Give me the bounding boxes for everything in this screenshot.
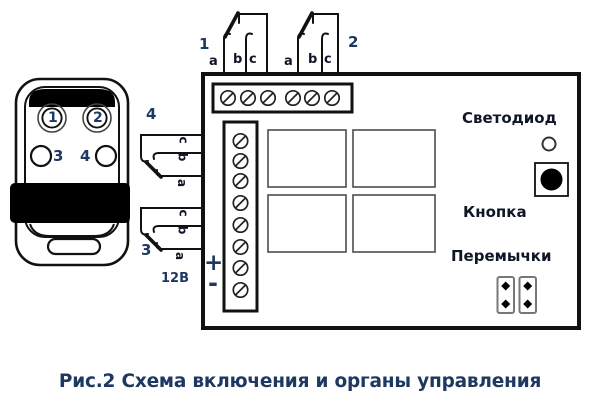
remote-button-2-label: 2 bbox=[93, 110, 103, 126]
switch-2-wire-a bbox=[297, 32, 305, 75]
relay-blocks bbox=[267, 129, 436, 253]
left-terminal-screws bbox=[232, 132, 249, 299]
circuit-board bbox=[201, 72, 581, 330]
switch-1-blade bbox=[223, 11, 240, 39]
switch-2-blade bbox=[297, 11, 314, 39]
led-label: Светодиод bbox=[462, 109, 557, 127]
board-outline bbox=[201, 72, 581, 330]
switch-2-terminal-b-label: b bbox=[308, 52, 318, 67]
switch-3-terminal-b-label: b bbox=[175, 225, 190, 235]
remote-button-2 bbox=[86, 107, 108, 129]
switch-1-wire-c bbox=[238, 13, 268, 75]
switch-1-wiring bbox=[223, 11, 268, 75]
switch-4-wire-b bbox=[152, 152, 204, 160]
remote-control bbox=[10, 77, 130, 267]
jumper-blocks bbox=[496, 276, 537, 314]
switch-1-terminal-a-label: a bbox=[209, 54, 218, 69]
switch-4-wiring bbox=[140, 134, 204, 179]
switch-1-terminal-c-label: c bbox=[249, 52, 257, 67]
switch-3-wire-a bbox=[155, 242, 204, 250]
remote-button-4 bbox=[94, 144, 118, 168]
switch-2-number-label: 2 bbox=[348, 33, 359, 51]
remote-button-4-label: 4 bbox=[80, 147, 91, 165]
switch-1-number-label: 1 bbox=[199, 35, 210, 53]
jumper-2-pin-bottom bbox=[523, 299, 533, 309]
remote-button-3 bbox=[29, 144, 53, 168]
switch-4-wire-c bbox=[140, 134, 204, 163]
jumper-2-pin-top bbox=[523, 281, 533, 291]
plus-label: + bbox=[204, 250, 224, 276]
switch-3-wiring bbox=[140, 207, 204, 252]
push-button bbox=[534, 162, 569, 197]
switch-2-wire-c bbox=[312, 13, 339, 75]
keyring-slot bbox=[46, 237, 102, 256]
push-button-cap bbox=[540, 168, 563, 191]
top-terminal-block bbox=[211, 82, 354, 114]
switch-4-wire-a bbox=[155, 169, 204, 177]
button-label: Кнопка bbox=[463, 203, 527, 221]
remote-button-1-ring bbox=[37, 103, 67, 133]
switch-3-wire-c bbox=[140, 207, 204, 236]
switch-3-terminal-a-label: a bbox=[173, 251, 188, 261]
switch-2-terminal-a-label: a bbox=[284, 54, 293, 69]
voltage-label: 12В bbox=[161, 271, 189, 286]
remote-bottom-curve bbox=[29, 223, 115, 237]
remote-button-2-ring bbox=[82, 103, 112, 133]
jumper-1-pin-bottom bbox=[501, 299, 511, 309]
switch-3-wire-b bbox=[152, 225, 204, 233]
switch-1-terminal-b-label: b bbox=[233, 52, 243, 67]
switch-1-wire-b bbox=[245, 32, 253, 75]
led-indicator bbox=[541, 136, 557, 152]
switch-4-terminal-b-label: b bbox=[175, 152, 190, 162]
switch-4-terminal-c-label: c bbox=[176, 136, 191, 144]
figure-caption: Рис.2 Схема включения и органы управлени… bbox=[58, 371, 542, 392]
remote-button-1 bbox=[41, 107, 63, 129]
jumpers-label: Перемычки bbox=[451, 247, 552, 265]
switch-2-wiring bbox=[297, 11, 339, 75]
relay-2 bbox=[352, 129, 436, 188]
minus-label: - bbox=[208, 269, 218, 297]
remote-grip-band bbox=[10, 183, 130, 223]
remote-button-3-label: 3 bbox=[53, 147, 64, 165]
switch-4-terminal-a-label: a bbox=[175, 178, 190, 188]
switch-1-wire-a bbox=[223, 32, 231, 75]
switch-4-number-label: 4 bbox=[146, 105, 157, 123]
remote-top-band bbox=[29, 89, 115, 107]
switch-wiring bbox=[140, 11, 339, 252]
switch-2-wire-b bbox=[321, 32, 329, 75]
relay-4 bbox=[352, 194, 436, 253]
remote-button-1-label: 1 bbox=[48, 110, 58, 126]
jumper-1-pin-top bbox=[501, 281, 511, 291]
switch-2-terminal-c-label: c bbox=[324, 52, 332, 67]
relay-3 bbox=[267, 194, 347, 253]
switch-4-blade bbox=[144, 160, 163, 179]
switch-3-terminal-c-label: c bbox=[176, 209, 191, 217]
switch-3-number-label: 3 bbox=[141, 241, 152, 259]
relay-1 bbox=[267, 129, 347, 188]
switch-3-blade bbox=[144, 233, 163, 252]
top-terminal-screws bbox=[219, 89, 341, 107]
left-terminal-block bbox=[222, 120, 259, 313]
